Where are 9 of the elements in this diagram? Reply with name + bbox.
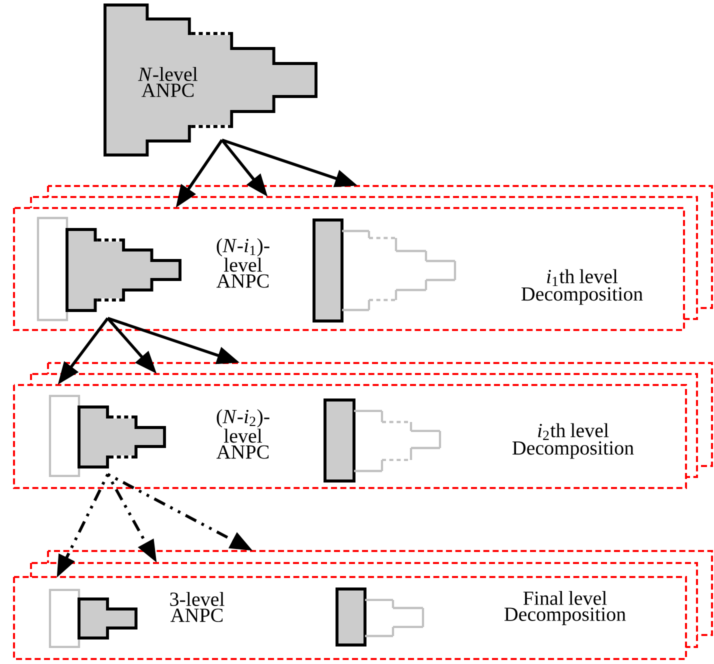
- converter-label: (N-i$_{2}$)- level ANPC: [216, 409, 270, 459]
- stacked-dashed-panels: [13, 550, 713, 660]
- converter-label: (N-i$_{1}$)- level ANPC: [216, 238, 270, 288]
- decomposition-label: i$_{1}$th level Decomposition: [521, 269, 643, 305]
- stacked-dashed-panels: [13, 362, 713, 489]
- converter-label: N-level ANPC: [138, 66, 198, 98]
- decomposition-label: i$_{2}$th level Decomposition: [512, 423, 634, 459]
- converter-label: 3-level ANPC: [170, 592, 224, 622]
- decomposition-label: Final level Decomposition: [504, 590, 626, 626]
